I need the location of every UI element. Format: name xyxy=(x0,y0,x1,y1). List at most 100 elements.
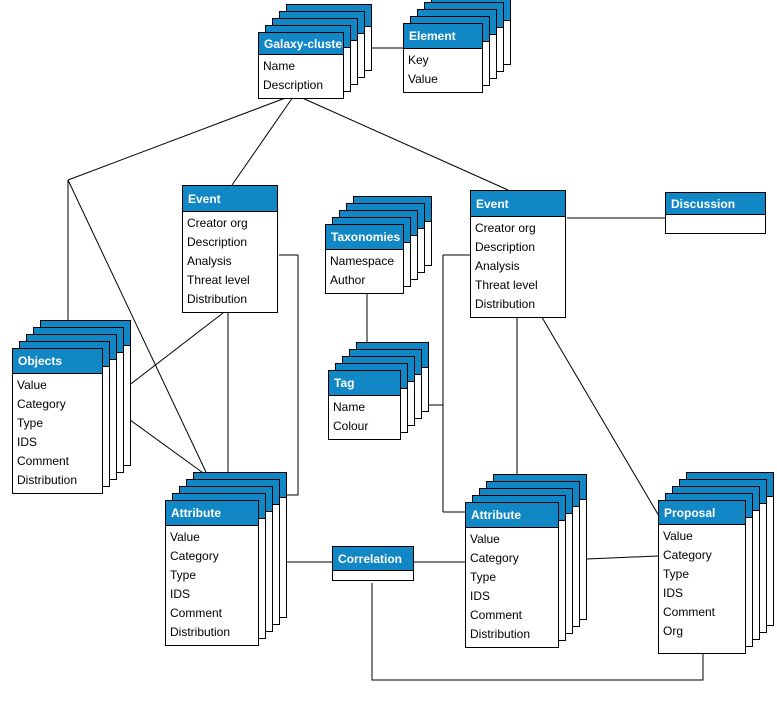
entity-card: Taxonomies Namespace Author xyxy=(325,224,404,294)
entity-title: Objects xyxy=(13,349,102,374)
entity-field: Distribution xyxy=(470,627,531,641)
entity-card: Discussion xyxy=(665,192,766,234)
entity-card: Attribute Value Category Type IDS Commen… xyxy=(465,502,559,648)
entity-body: Value Category Type IDS Comment Distribu… xyxy=(13,374,102,493)
connector-galaxy-event-right xyxy=(299,96,509,191)
entity-title: Element xyxy=(404,24,482,49)
entity-card: Galaxy-cluster Name Description xyxy=(258,32,344,99)
entity-body xyxy=(666,215,765,233)
entity-field: Author xyxy=(330,273,366,287)
connector-objects-attribute-left xyxy=(118,411,218,484)
entity-event-left: Event Creator org Description Analysis T… xyxy=(182,185,278,313)
entity-title: Tag xyxy=(329,371,400,396)
entity-title: Attribute xyxy=(466,503,558,528)
entity-field: Distribution xyxy=(475,297,536,311)
entity-field: Name xyxy=(333,400,366,414)
entity-field: Type xyxy=(170,568,197,582)
entity-field: Value xyxy=(663,529,693,543)
entity-body: Creator org Description Analysis Threat … xyxy=(183,212,277,312)
entity-card: Correlation xyxy=(332,546,414,581)
empty-row xyxy=(333,571,413,580)
entity-field: Colour xyxy=(333,419,369,433)
entity-title: Discussion xyxy=(666,193,765,215)
entity-field: Value xyxy=(17,378,47,392)
entity-title: Event xyxy=(471,191,565,217)
entity-body: Value Category Type IDS Comment Org xyxy=(659,525,745,653)
entity-field: Value xyxy=(170,530,200,544)
entity-field: Distribution xyxy=(187,292,248,306)
entity-body: Name Description xyxy=(259,55,343,98)
entity-title: Galaxy-cluster xyxy=(259,33,343,55)
entity-title: Taxonomies xyxy=(326,225,403,250)
entity-card: Attribute Value Category Type IDS Commen… xyxy=(165,500,259,646)
entity-attribute-right: Attribute Value Category Type IDS Commen… xyxy=(465,474,587,648)
entity-field: Distribution xyxy=(170,625,231,639)
connector-event-right-proposal xyxy=(539,313,660,517)
entity-taxonomies: Taxonomies Namespace Author xyxy=(325,196,432,294)
entity-body: Name Colour xyxy=(329,396,400,439)
entity-element: Element Key Value xyxy=(403,0,511,93)
entity-field: Category xyxy=(470,551,519,565)
entity-body: Creator org Description Analysis Threat … xyxy=(471,217,565,317)
connector-galaxy-event-left xyxy=(231,96,294,186)
entity-field: Comment xyxy=(170,606,223,620)
entity-field: Namespace xyxy=(330,254,395,268)
entity-tag: Tag Name Colour xyxy=(328,342,429,440)
entity-proposal: Proposal Value Category Type IDS Comment… xyxy=(658,472,774,654)
entity-title: Proposal xyxy=(659,501,745,525)
entity-correlation: Correlation xyxy=(332,546,414,581)
entity-galaxy-cluster: Galaxy-cluster Name Description xyxy=(258,4,372,99)
entity-field: Key xyxy=(408,53,429,67)
entity-objects: Objects Value Category Type IDS Comment … xyxy=(12,320,131,494)
entity-field: Distribution xyxy=(17,473,78,487)
entity-title: Attribute xyxy=(166,501,258,526)
entity-card: Proposal Value Category Type IDS Comment… xyxy=(658,500,746,654)
entity-card: Element Key Value xyxy=(403,23,483,93)
connector-galaxy-junction xyxy=(67,96,289,181)
entity-field: IDS xyxy=(170,587,191,601)
empty-row xyxy=(666,217,765,230)
entity-body: Key Value xyxy=(404,49,482,92)
entity-field: Description xyxy=(475,240,536,254)
connector-junction-attribute-left xyxy=(67,179,215,490)
entity-field: Analysis xyxy=(475,259,520,273)
connector-objects-event-left xyxy=(118,312,224,394)
entity-field: Category xyxy=(663,548,712,562)
entity-card: Objects Value Category Type IDS Comment … xyxy=(12,348,103,494)
entity-body: Value Category Type IDS Comment Distribu… xyxy=(466,528,558,647)
entity-field: IDS xyxy=(470,589,491,603)
connector-correlation-proposal-bottom xyxy=(371,583,704,681)
connector-event-left-side-attribute-left xyxy=(279,254,299,496)
entity-field: Description xyxy=(187,235,248,249)
entity-field: Type xyxy=(17,416,44,430)
entity-field: Creator org xyxy=(187,216,248,230)
entity-title: Event xyxy=(183,186,277,212)
entity-field: Creator org xyxy=(475,221,536,235)
entity-field: Value xyxy=(470,532,500,546)
entity-card: Tag Name Colour xyxy=(328,370,401,440)
entity-field: Value xyxy=(408,72,438,86)
entity-title: Correlation xyxy=(333,547,413,571)
entity-field: Threat level xyxy=(187,273,250,287)
entity-field: Org xyxy=(663,624,684,638)
entity-body xyxy=(333,571,413,580)
entity-field: Type xyxy=(470,570,497,584)
entity-field: Category xyxy=(17,397,66,411)
connector-attribute-right-proposal xyxy=(586,555,659,560)
entity-field: Threat level xyxy=(475,278,538,292)
entity-field: IDS xyxy=(17,435,38,449)
entity-field: Description xyxy=(263,78,324,92)
entity-field: Type xyxy=(663,567,690,581)
entity-field: Comment xyxy=(17,454,70,468)
entity-field: Category xyxy=(170,549,219,563)
entity-attribute-left: Attribute Value Category Type IDS Commen… xyxy=(165,472,287,646)
entity-card: Event Creator org Description Analysis T… xyxy=(470,190,566,318)
entity-card: Event Creator org Description Analysis T… xyxy=(182,185,278,313)
entity-field: Analysis xyxy=(187,254,232,268)
entity-body: Value Category Type IDS Comment Distribu… xyxy=(166,526,258,645)
entity-field: IDS xyxy=(663,586,684,600)
entity-field: Name xyxy=(263,59,296,73)
entity-event-right: Event Creator org Description Analysis T… xyxy=(470,190,566,318)
